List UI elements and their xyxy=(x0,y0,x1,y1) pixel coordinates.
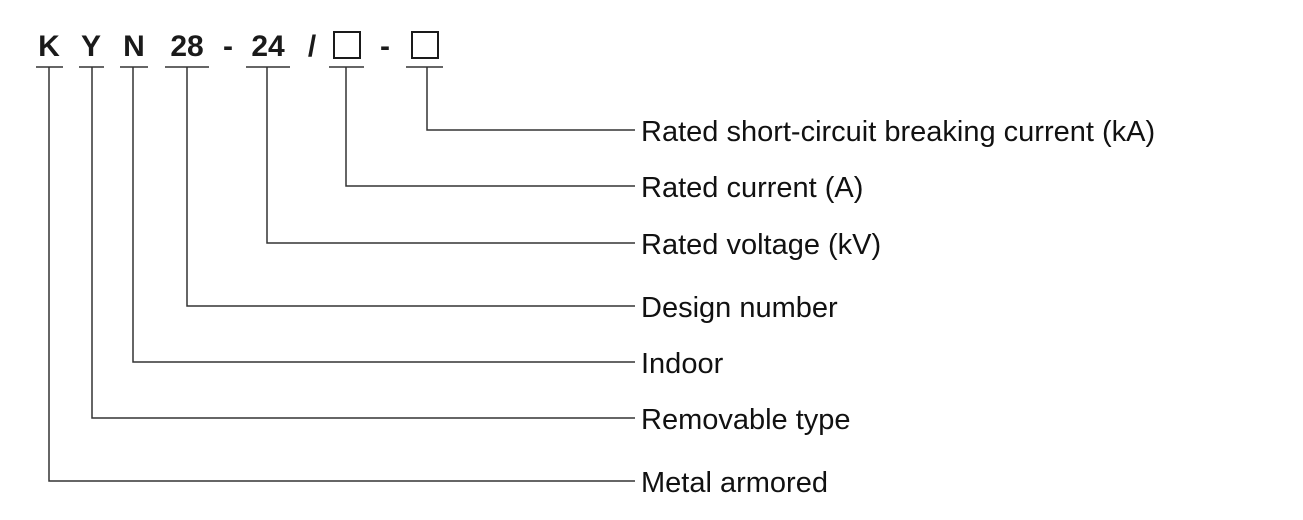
code-letter-n: N xyxy=(123,30,145,63)
label-removable-type: Removable type xyxy=(641,404,851,436)
label-metal-armored: Metal armored xyxy=(641,467,828,499)
leader-line-rated-voltage xyxy=(266,67,635,244)
leader-line-breaking-current xyxy=(426,67,635,131)
leader-line-design-number xyxy=(186,67,635,307)
label-rated-current: Rated current (A) xyxy=(641,172,863,204)
code-breaking-current-placeholder-box xyxy=(411,31,439,59)
code-rated-voltage: 24 xyxy=(251,30,285,63)
leader-line-indoor xyxy=(132,67,635,363)
code-letter-y: Y xyxy=(81,30,101,63)
code-design-number: 28 xyxy=(170,30,203,63)
code-separator-dash-2: - xyxy=(380,30,390,63)
leader-line-removable-type xyxy=(91,67,635,419)
code-letter-k: K xyxy=(38,30,60,63)
code-rated-current-placeholder-box xyxy=(333,31,361,59)
code-separator-dash-1: - xyxy=(223,30,233,63)
label-rated-short-circuit-breaking-current: Rated short-circuit breaking current (kA… xyxy=(641,116,1155,148)
label-rated-voltage: Rated voltage (kV) xyxy=(641,229,881,261)
label-design-number: Design number xyxy=(641,292,838,324)
code-separator-slash: / xyxy=(308,30,317,63)
leader-line-rated-current xyxy=(345,67,635,187)
label-indoor: Indoor xyxy=(641,348,724,380)
leader-line-metal-armored xyxy=(48,67,635,482)
